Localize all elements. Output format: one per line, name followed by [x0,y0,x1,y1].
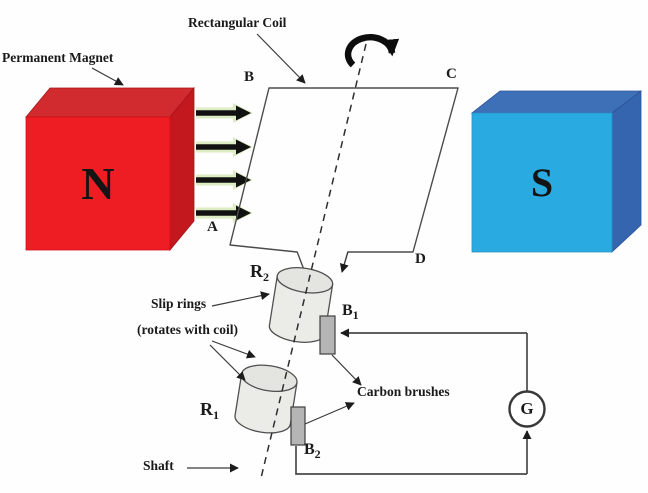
north-magnet-front-face [25,116,171,251]
north-pole-letter: N [81,158,115,209]
shaft-label: Shaft [143,458,174,473]
field-arrow [196,137,253,157]
carbon-brush-b1 [319,315,336,355]
coil-lead-right-arrow [339,251,349,273]
south-magnet-side-face [611,90,642,253]
permanent-magnet-label: Permanent Magnet [2,50,114,65]
coil-corner-c-label: C [446,66,457,82]
field-arrows [196,103,253,223]
north-magnet-top-face [25,87,195,118]
ring-r1-main: R [200,399,213,419]
leader-slip-rings-lower-1 [211,340,256,359]
carbon-brush-b2 [290,406,306,446]
carbon-brushes-label: Carbon brushes [357,384,450,399]
south-magnet-front-face [471,112,613,253]
ring-r2-label: R2 [250,261,269,284]
north-magnet [25,86,195,252]
leader-carbon-brush-2 [304,402,355,425]
leader-arrows [91,33,362,473]
rectangular-coil-label: Rectangular Coil [188,15,287,30]
coil-corner-a-label: A [207,219,218,235]
south-pole-letter: S [530,160,554,205]
brush-b1-main: B [342,302,353,319]
brush-b2-sub: 2 [314,447,321,461]
galvanometer-letter: G [520,399,534,418]
ring-r1-label: R1 [200,399,219,422]
leader-permanent-magnet [91,67,124,86]
ring-r1-sub: 1 [213,408,219,422]
external-circuit [295,328,546,475]
rotation-arrow-icon [344,34,400,68]
south-magnet [470,90,643,253]
leader-slip-rings-lower-2 [209,344,246,381]
brush-b1-sub: 1 [352,308,359,322]
field-arrow [196,203,253,223]
ring-r2-sub: 2 [263,270,269,284]
rectangular-coil-outline [229,87,459,253]
circuit-wire-bottom [295,446,527,475]
north-magnet-side-face [169,86,195,252]
leader-slip-rings-upper [211,291,270,307]
leader-carbon-brush-1 [331,354,362,386]
field-arrow [196,170,253,190]
ring-r2-main: R [250,261,263,281]
south-magnet-top-face [470,90,643,114]
brush-b2-main: B [304,441,315,458]
rotates-with-coil-label: (rotates with coil) [137,322,238,337]
coil-corner-b-label: B [244,69,255,85]
galvanometer-circle [508,390,546,428]
slip-rings-label: Slip rings [151,296,207,311]
slip-ring-r1 [234,364,298,434]
brush-b2-label: B2 [304,441,321,461]
leader-rectangular-coil [256,33,306,84]
field-arrow [196,103,253,123]
coil-corner-d-label: D [415,251,426,267]
brush-b1-label: B1 [342,302,359,322]
shaft-axis-dashed-line [260,43,367,479]
